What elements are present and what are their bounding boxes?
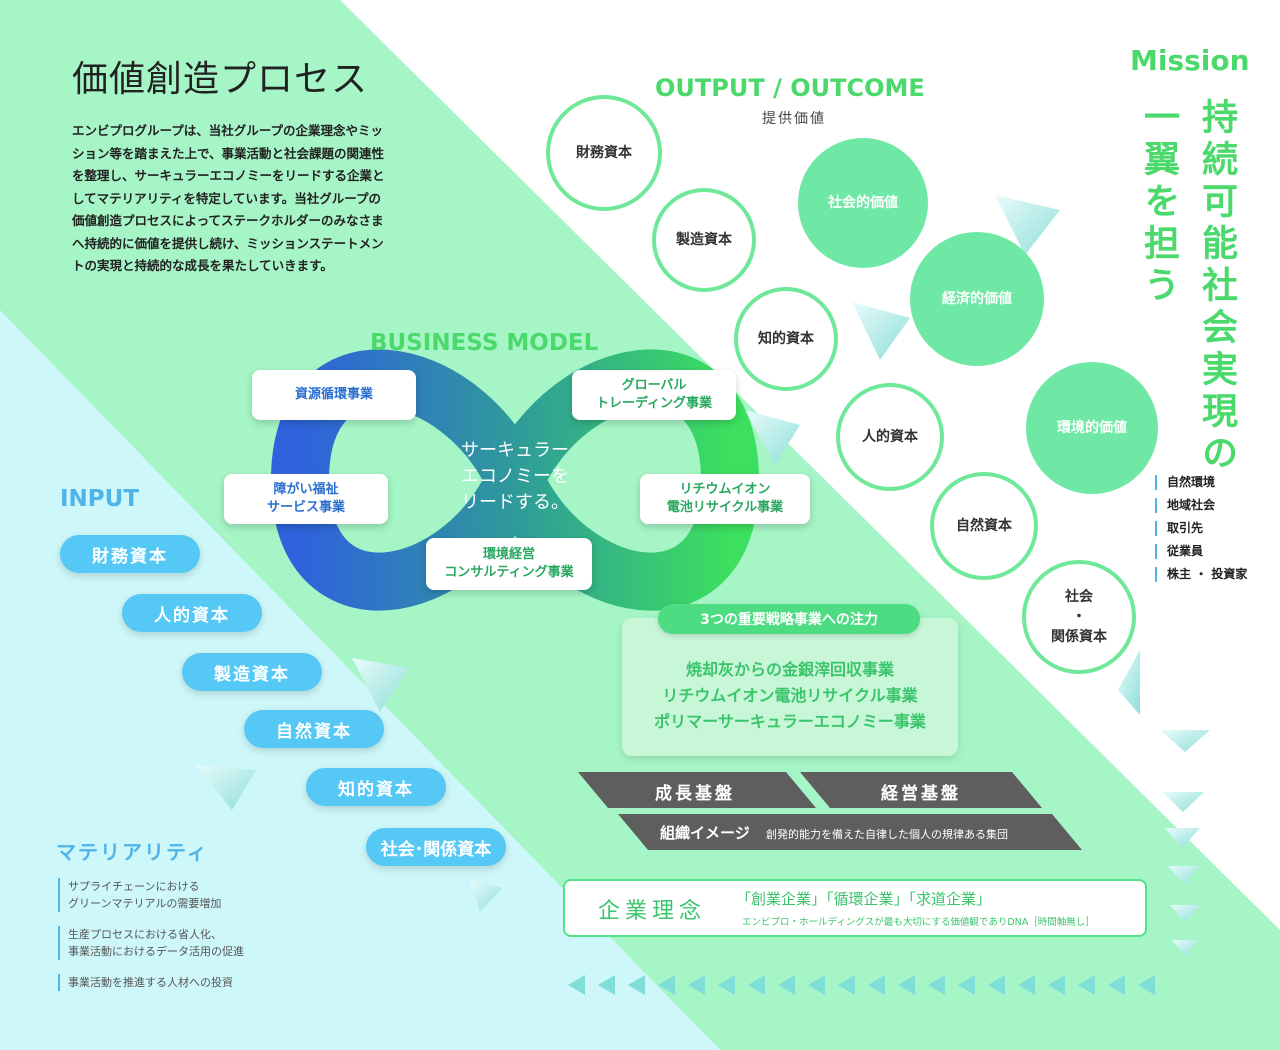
strategy-item: 焼却灰からの金銀滓回収事業: [685, 660, 894, 679]
page-title: 価値創造プロセス: [72, 59, 369, 100]
arrow-triangles: [196, 195, 1210, 956]
strategy-item: ポリマーサーキュラーエコノミー事業: [654, 712, 926, 731]
value-environmental: 環境的価値: [1026, 362, 1158, 494]
blue-band: [0, 310, 720, 1050]
input-social: 社会･関係資本: [366, 828, 506, 866]
bm-global-trading: グローバル トレーディング事業: [572, 370, 736, 420]
materiality-list: サプライチェーンにおける グリーンマテリアルの需要増加 生産プロセスにおける省人…: [58, 878, 244, 1005]
mission-line-2: 一翼を担う: [1138, 98, 1179, 308]
input-manufactured: 製造資本: [182, 653, 322, 691]
philosophy-label: 企業理念: [598, 899, 707, 924]
value-economic: 経済的価値: [910, 232, 1044, 366]
mission-heading: Mission: [1130, 44, 1250, 77]
materiality-heading: マテリアリティ: [56, 840, 209, 864]
strategy-item: リチウムイオン電池リサイクル事業: [662, 686, 918, 705]
management-base-shape: [800, 772, 1042, 808]
stakeholder-item: 従業員: [1155, 544, 1247, 559]
value-social: 社会的価値: [798, 138, 928, 268]
org-image-description: 創発的能力を備えた自律した個人の規律ある集団: [766, 828, 1008, 841]
business-model-heading: BUSINESS MODEL: [370, 330, 599, 356]
bm-lithium-recycling: リチウムイオン 電池リサイクル事業: [640, 474, 810, 524]
stakeholder-item: 自然環境: [1155, 475, 1247, 490]
bm-env-consulting: 環境経営 コンサルティング事業: [426, 538, 592, 590]
org-image-label: 組織イメージ: [660, 824, 750, 842]
management-base-label: 経営基盤: [881, 784, 961, 804]
output-heading: OUTPUT / OUTCOME: [655, 74, 925, 102]
materiality-item: 事業活動を推進する人材への投資: [58, 974, 244, 991]
input-intellectual: 知的資本: [306, 768, 446, 806]
output-capital-human: 人的資本: [836, 383, 944, 491]
strategy-tag: 3つの重要戦略事業への注力: [658, 604, 920, 634]
stakeholder-item: 地域社会: [1155, 498, 1247, 513]
input-human: 人的資本: [122, 594, 262, 632]
materiality-item: サプライチェーンにおける グリーンマテリアルの需要増加: [58, 878, 244, 912]
output-capital-financial: 財務資本: [546, 95, 662, 211]
corporate-philosophy-box: [563, 879, 1147, 937]
input-financial: 財務資本: [60, 535, 200, 573]
philosophy-note: エンビプロ・ホールディングスが最も大切にする価値観でありDNA［時間軸無し］: [742, 917, 1095, 928]
materiality-item: 生産プロセスにおける省人化、 事業活動におけるデータ活用の促進: [58, 926, 244, 960]
stakeholder-item: 取引先: [1155, 521, 1247, 536]
input-natural: 自然資本: [244, 710, 384, 748]
strategy-box: [622, 618, 958, 756]
stakeholder-list: 自然環境 地域社会 取引先 従業員 株主 ・ 投資家: [1155, 475, 1247, 590]
growth-base-label: 成長基盤: [655, 784, 735, 804]
org-image-shape: [618, 814, 1082, 850]
stakeholder-item: 株主 ・ 投資家: [1155, 567, 1247, 582]
philosophy-values: 「創業企業」「循環企業」「求道企業」: [736, 890, 992, 908]
bm-welfare-service: 障がい福祉 サービス事業: [224, 474, 388, 524]
output-capital-intellectual: 知的資本: [734, 287, 838, 391]
bm-resource-circulation: 資源循環事業: [252, 370, 416, 420]
output-capital-natural: 自然資本: [930, 472, 1038, 580]
intro-text: エンビプログループは、当社グループの企業理念やミッション等を踏まえた上で、事業活…: [72, 123, 385, 273]
mission-line-1: 持続可能社会実現の: [1196, 98, 1237, 476]
output-subheading: 提供価値: [762, 111, 826, 127]
growth-base-shape: [578, 772, 816, 808]
business-model-center-text: サーキュラー エコノミーを リードする。: [461, 440, 569, 513]
output-capital-social: 社会 ・ 関係資本: [1022, 560, 1136, 674]
output-capital-manufactured: 製造資本: [652, 188, 756, 292]
bottom-arrow-row: [568, 975, 1155, 995]
input-heading: INPUT: [60, 486, 140, 512]
